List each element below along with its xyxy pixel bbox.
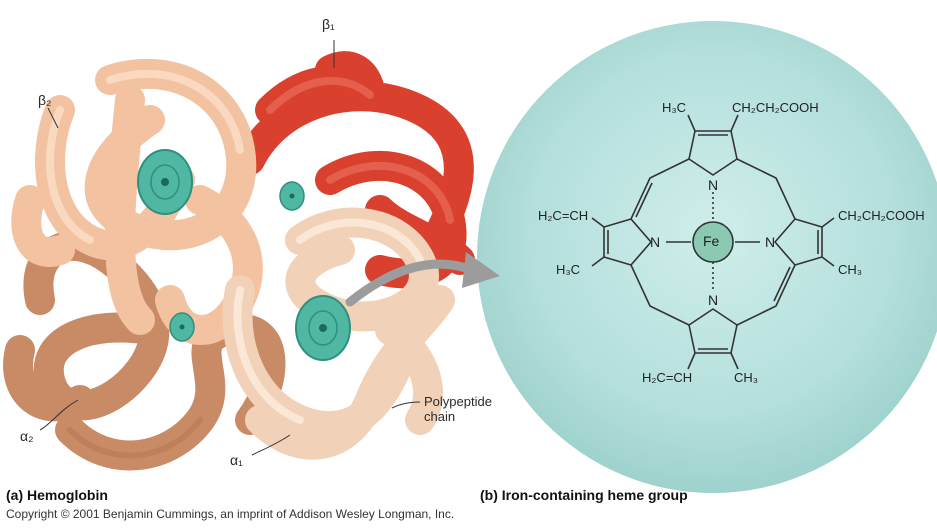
porphyrin-ring	[591, 114, 835, 370]
substituent-top-right: CH₂CH₂COOH	[732, 100, 819, 115]
beta1-label: β₁	[322, 16, 335, 32]
copyright-notice: Copyright © 2001 Benjamin Cummings, an i…	[6, 507, 455, 521]
heme-disk-beta1	[279, 181, 305, 211]
polypeptide-chain-label: Polypeptide chain	[424, 394, 492, 424]
heme-disk-alpha1	[295, 295, 351, 361]
label-leaders	[39, 40, 421, 456]
alpha2-label: α₂	[20, 428, 34, 444]
heme-caption: (b) Iron-containing heme group	[480, 487, 688, 503]
fe-label: Fe	[703, 233, 720, 249]
alpha1-label: α₁	[230, 452, 243, 468]
hemoglobin-molecule	[3, 51, 475, 471]
nitrogen-bottom-label: N	[708, 292, 719, 308]
pointer-arrow	[345, 252, 500, 307]
nitrogen-right-label: N	[765, 234, 776, 250]
heme-disk-alpha2	[169, 312, 195, 342]
substituent-left-lower: H₃C	[556, 262, 581, 277]
polypeptide-label-line1: Polypeptide	[424, 394, 492, 409]
substituent-right-lower: CH₃	[838, 262, 863, 277]
polypeptide-label-line2: chain	[424, 409, 456, 424]
nitrogen-left-label: N	[650, 234, 661, 250]
heme-disk-beta2	[137, 149, 193, 215]
fe-center-circle	[692, 221, 734, 263]
nitrogen-top-label: N	[708, 177, 719, 193]
hemoglobin-caption: (a) Hemoglobin	[6, 487, 108, 503]
beta2-label: β₂	[38, 92, 52, 108]
substituent-right-upper: CH₂CH₂COOH	[838, 208, 925, 223]
substituent-top-left: H₃C	[662, 100, 687, 115]
substituent-left-upper: H₂C=CH	[538, 208, 589, 223]
substituent-bottom-right: CH₃	[734, 370, 759, 385]
substituent-bottom-left: H₂C=CH	[642, 370, 693, 385]
